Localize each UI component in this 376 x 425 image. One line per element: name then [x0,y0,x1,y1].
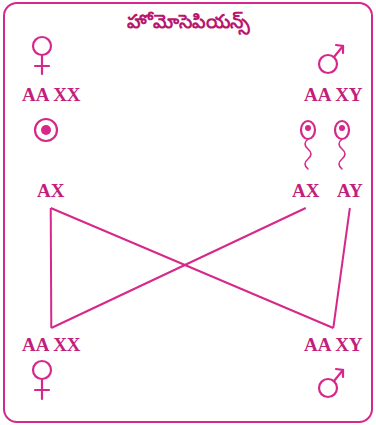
genotype-label: AA XX [22,84,81,106]
cross-line [51,208,334,328]
genotype-text: AA XY [304,334,363,356]
genotype-text: AA XX [22,84,81,106]
male-symbol [319,45,343,73]
genotype-label: AY [337,180,363,202]
diagram-title: హోమోసెపియన్స్ [5,4,371,32]
genotype-label: AA XY [304,84,363,106]
genotype-label: AA XY [304,334,363,356]
genotype-text: AA XX [22,334,81,356]
genotype-text: AY [337,180,363,202]
cross-line [50,208,53,328]
genotype-label: AX [37,180,64,202]
sperm-cell [335,121,349,169]
male-symbol [319,369,343,397]
genotype-text: AA XY [304,84,363,106]
sperm-cell [301,121,315,169]
cross-line [333,208,350,328]
cross-line [51,208,305,328]
genotype-label: AX [292,180,319,202]
egg-cell [35,119,57,141]
genotype-text: AX [37,180,64,202]
genotype-text: AX [292,180,319,202]
female-symbol [33,37,51,74]
genotype-label: AA XX [22,334,81,356]
female-symbol [33,361,51,399]
outer-frame: హోమోసెపియన్స్ AA XX AA XY AX AX AY AA XX AA XY [3,2,373,423]
